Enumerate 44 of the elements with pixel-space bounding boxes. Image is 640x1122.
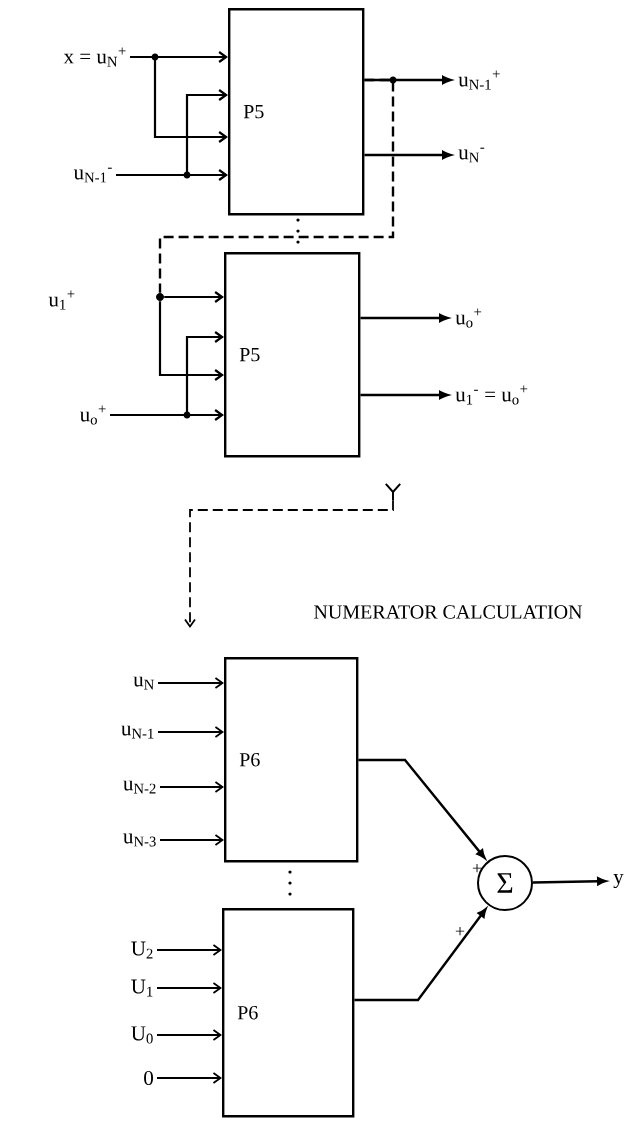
arrow — [110, 331, 224, 417]
signal-label: U$_{2}$ — [131, 941, 153, 959]
signal-label: u$_{o}$+ — [455, 308, 482, 328]
signal-label: u$_{1}$$^{-}$ = u$_{o}$+ — [455, 385, 528, 405]
section-heading: NUMERATOR CALCULATION — [314, 605, 583, 619]
sign-label: + — [455, 926, 465, 936]
arrow — [159, 781, 224, 793]
signal-label: U$_{1}$ — [131, 979, 153, 997]
arrow — [532, 877, 607, 886]
arrow — [360, 390, 449, 400]
arrow — [130, 55, 228, 143]
arrow — [360, 313, 449, 323]
signal-label: u$_{N-3}$ — [123, 833, 156, 847]
signal-label: U$_{0}$ — [131, 1026, 153, 1044]
process-box: P6 — [224, 657, 359, 863]
signal-label: u$_{N}$- — [458, 147, 485, 163]
arrow — [164, 291, 224, 303]
signal-label: u$_{o}$+ — [79, 405, 106, 425]
signal-label: u$_{N-1}$ — [121, 725, 154, 739]
signal-label: x = u$_{N}$+ — [63, 47, 126, 67]
arrow — [156, 1072, 222, 1084]
arrow — [157, 677, 224, 689]
process-box: P5 — [228, 8, 365, 216]
arrow — [156, 982, 222, 994]
process-box: P6 — [222, 908, 355, 1118]
arrow — [156, 1029, 222, 1041]
arrow — [159, 834, 224, 846]
signal-label: u$_{N}$ — [133, 676, 154, 690]
arrow — [157, 726, 224, 738]
arrow — [358, 758, 486, 859]
arrow — [156, 944, 222, 956]
fork-symbol — [384, 482, 402, 502]
process-box: P5 — [224, 252, 361, 458]
arrow — [354, 908, 487, 1002]
arrow — [116, 169, 228, 181]
signal-label: u$_{N-1}$- — [73, 167, 112, 183]
signal-label: u$_{1}$+ — [48, 290, 75, 310]
signal-label: u$_{N-1}$+ — [458, 70, 500, 90]
signal-label: 0 — [144, 1070, 153, 1086]
signal-label: y — [613, 873, 624, 889]
arrow — [184, 499, 394, 628]
signal-label: u$_{N-2}$ — [123, 780, 156, 794]
arrow — [158, 301, 224, 381]
arrow — [364, 150, 452, 160]
